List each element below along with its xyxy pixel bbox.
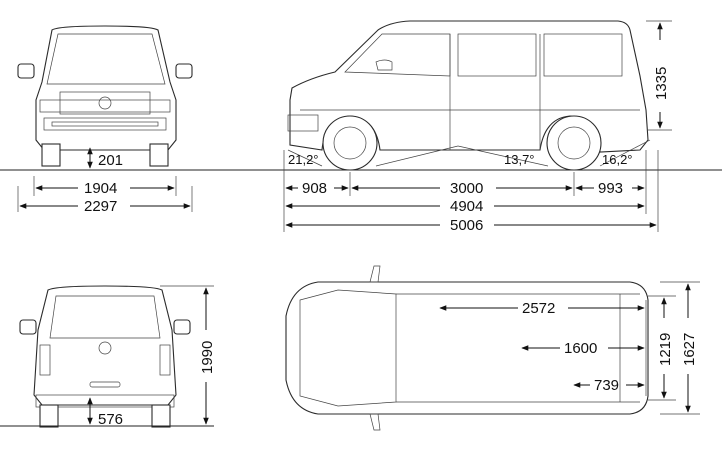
front-overhang-label: 908 bbox=[302, 180, 327, 197]
rear-height-label: 1990 bbox=[199, 341, 216, 374]
overall-width-label: 2297 bbox=[84, 198, 117, 215]
rear-view-van bbox=[19, 285, 191, 428]
track-width-label: 1904 bbox=[84, 180, 117, 197]
ramp-angle-label: 13,7° bbox=[504, 152, 535, 167]
length-total-label: 5006 bbox=[450, 217, 483, 234]
inner-width-label: 1219 bbox=[657, 333, 674, 366]
cargo-length-label: 2572 bbox=[522, 300, 555, 317]
ground-clearance-label: 201 bbox=[98, 152, 123, 169]
outer-width-label: 1627 bbox=[681, 333, 698, 366]
loading-height-label: 576 bbox=[98, 411, 123, 428]
top-view-van bbox=[285, 265, 649, 431]
side-view-van bbox=[287, 20, 649, 171]
length-without-tow-label: 4904 bbox=[450, 198, 483, 215]
departure-angle-label: 16,2° bbox=[602, 152, 633, 167]
wheelbase-label: 3000 bbox=[450, 180, 483, 197]
side-height-label: 1335 bbox=[653, 67, 670, 100]
rear-overhang-label: 993 bbox=[598, 180, 623, 197]
length-739-label: 739 bbox=[594, 377, 619, 394]
length-1600-label: 1600 bbox=[564, 340, 597, 357]
approach-angle-label: 21,2° bbox=[288, 152, 319, 167]
front-view-van bbox=[17, 25, 193, 167]
